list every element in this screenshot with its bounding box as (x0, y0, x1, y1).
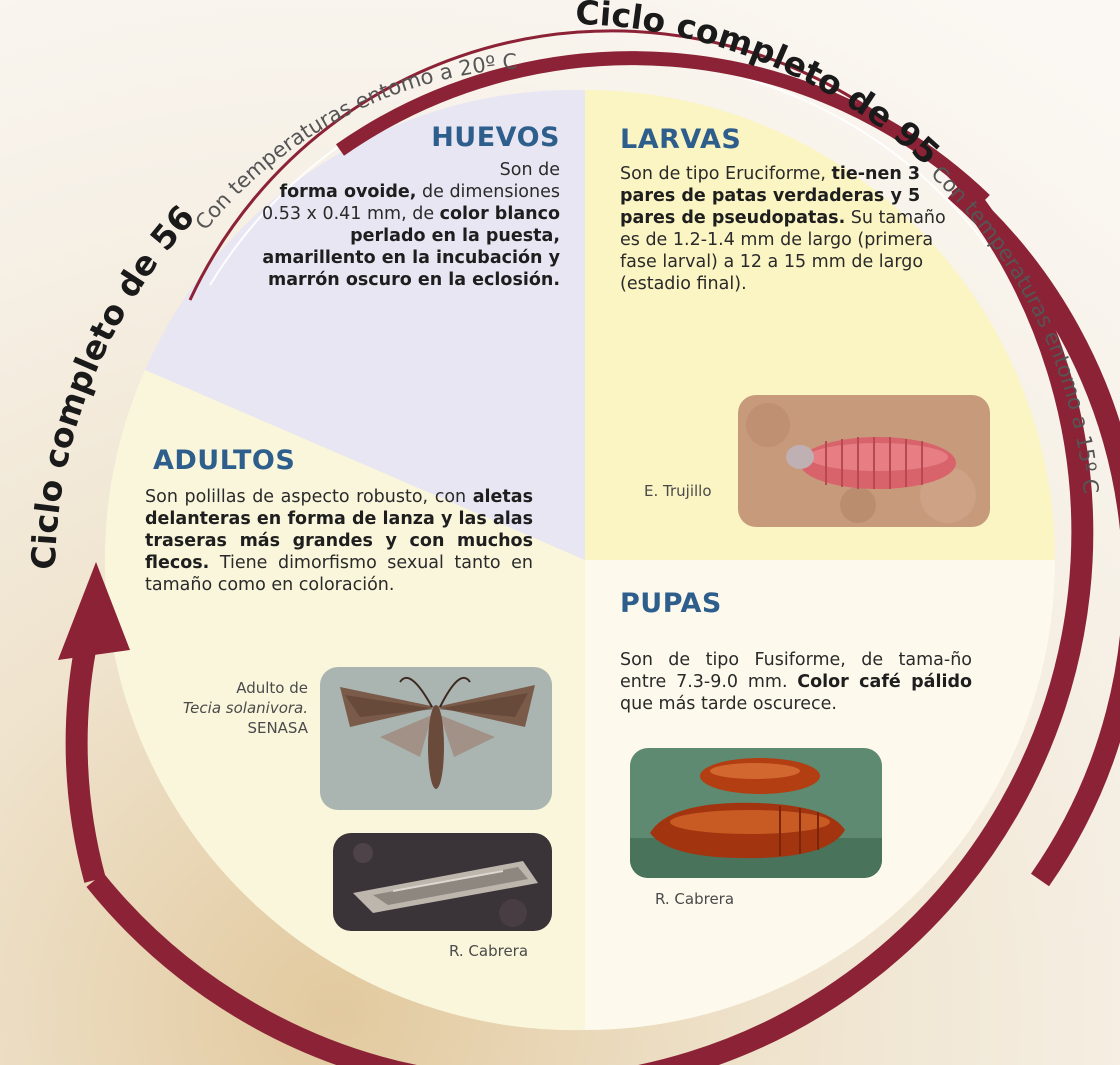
moth-credit-line: Adulto de (236, 679, 308, 697)
adultos-section: ADULTOS Son polillas de aspecto robusto,… (145, 445, 533, 596)
larva-credit: E. Trujillo (644, 482, 712, 500)
huevos-text-bold: forma ovoide, (280, 182, 417, 202)
pupa-image (630, 748, 882, 878)
larvas-text-part: Son de tipo Eruciforme, (620, 164, 832, 184)
larva-photo (738, 395, 990, 527)
larva-image (738, 395, 990, 527)
moth-credit-species: Tecia solanivora. (183, 699, 308, 717)
pupas-section: PUPAS Son de tipo Fusiforme, de tama-ño … (620, 588, 972, 715)
resting-moth-photo (333, 833, 552, 931)
pupas-text-part: que más tarde oscurece. (620, 694, 837, 714)
adultos-text-part: Son polillas de aspecto robusto, con (145, 487, 473, 507)
pupas-text: Son de tipo Fusiforme, de tama-ño entre … (620, 649, 972, 715)
adultos-title: ADULTOS (153, 445, 533, 476)
huevos-text: Son de forma ovoide, de dimensiones 0.53… (250, 159, 560, 291)
resting-moth-image (333, 833, 552, 931)
larvas-text: Son de tipo Eruciforme, tie-nen 3 pares … (620, 163, 950, 295)
moth-credit-source: SENASA (247, 719, 308, 737)
pupas-title: PUPAS (620, 588, 972, 619)
adult-moth-photo (320, 667, 552, 810)
moth-image (320, 667, 552, 810)
huevos-title: HUEVOS (250, 122, 560, 153)
huevos-text-part: Son de (500, 160, 560, 180)
resting-moth-credit: R. Cabrera (449, 942, 528, 960)
pupas-text-bold: Color café pálido (797, 672, 972, 692)
adultos-text: Son polillas de aspecto robusto, con ale… (145, 486, 533, 596)
pupa-photo (630, 748, 882, 878)
huevos-section: HUEVOS Son de forma ovoide, de dimension… (250, 122, 560, 291)
larvas-title: LARVAS (620, 124, 950, 155)
pupa-credit: R. Cabrera (655, 890, 734, 908)
larvas-section: LARVAS Son de tipo Eruciforme, tie-nen 3… (620, 124, 950, 295)
adult-moth-credit: Adulto de Tecia solanivora. SENASA (150, 678, 308, 738)
